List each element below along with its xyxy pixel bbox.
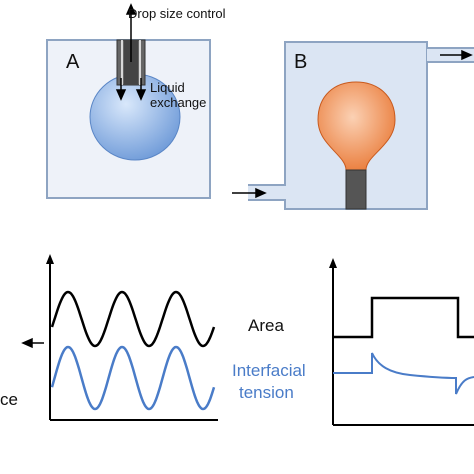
arrow-up-icon (125, 3, 137, 62)
panel-a: A Drop size control Liquid exchange (46, 3, 226, 199)
drop-size-control-label: Drop size control (128, 6, 226, 21)
tension-relaxation-curve (333, 352, 474, 395)
panel-b-label: B (294, 51, 307, 73)
inlet-arrow-icon (232, 187, 267, 199)
left-arrow-icon (21, 337, 44, 349)
outlet-tube (427, 47, 474, 63)
area-sine-curve (50, 290, 216, 348)
drop-b (317, 81, 396, 171)
exchange-label: exchange (150, 95, 206, 110)
area-label: Area (248, 316, 284, 335)
panel-b: B (232, 41, 474, 210)
needle-b (345, 169, 367, 210)
outlet-arrow-icon (440, 49, 473, 61)
cut-off-label: ce (0, 390, 18, 409)
area-step-curve (333, 296, 474, 339)
tension-sine-curve (50, 345, 216, 411)
right-signal-plot (329, 258, 474, 426)
interfacial-label: Interfacial (232, 361, 306, 380)
inlet-tube (248, 184, 285, 201)
panel-a-label: A (66, 51, 80, 73)
left-signal-plot: ce (0, 254, 218, 421)
arrow-down-left-icon (115, 78, 127, 101)
tension-label: tension (239, 383, 294, 402)
liquid-label: Liquid (150, 80, 185, 95)
arrow-down-right-icon (135, 78, 147, 101)
